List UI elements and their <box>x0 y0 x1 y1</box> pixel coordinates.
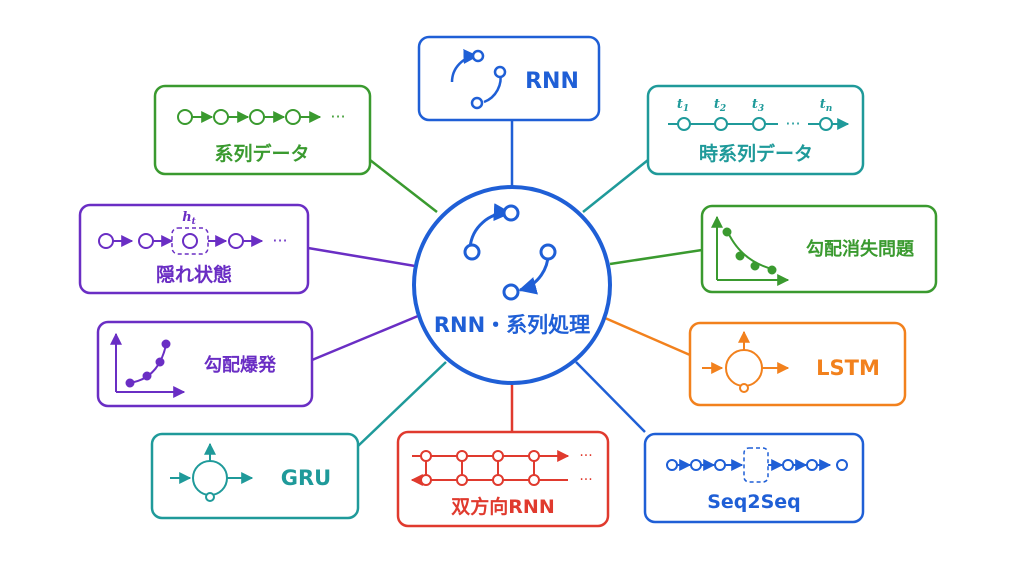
ellipsis-bottom: ··· <box>579 472 592 488</box>
bidirectional-rnn-label: 双方向RNN <box>451 495 554 518</box>
t1-label: t1 <box>677 97 689 114</box>
node-vanishing-gradient: 勾配消失問題 <box>700 204 938 294</box>
node-time-series: t1 t2 t3 tn ··· 時系列データ <box>646 84 865 176</box>
bidirectional-grid-icon <box>410 450 570 486</box>
t3-label: t3 <box>752 97 764 114</box>
exploding-gradient-label: 勾配爆発 <box>204 354 277 376</box>
ellipsis: ··· <box>785 114 800 133</box>
center-label: RNN・系列処理 <box>434 313 590 337</box>
encoder-decoder-dashed-box <box>743 447 769 483</box>
edge-center-hidden-state <box>307 246 416 268</box>
edge-center-seq2seq <box>575 361 646 433</box>
rnn-label: RNN <box>525 69 579 94</box>
node-gru: GRU <box>150 432 360 520</box>
connectors <box>307 120 703 447</box>
hidden-state-label: 隠れ状態 <box>156 263 232 286</box>
chain-icon <box>98 233 264 249</box>
ellipsis: ··· <box>330 107 345 126</box>
vanishing-gradient-label: 勾配消失問題 <box>806 238 915 260</box>
edge-center-exploding-gradient <box>311 314 419 362</box>
node-bidirectional-rnn: ··· ··· 双方向RNN <box>396 430 610 528</box>
seq2seq-label: Seq2Seq <box>707 491 801 513</box>
ht-label: ht <box>182 210 196 227</box>
cycle-icon <box>463 203 557 301</box>
node-hidden-state: ht ··· 隠れ状態 <box>78 203 310 295</box>
cell-icon <box>170 442 254 502</box>
tn-label: tn <box>820 97 833 114</box>
node-sequence-data: ··· 系列データ <box>153 84 372 176</box>
decay-chart-icon <box>711 215 790 286</box>
gru-label: GRU <box>281 466 331 490</box>
ellipsis: ··· <box>272 231 287 250</box>
edge-center-vanishing-gradient <box>609 248 703 266</box>
edge-center-sequence-data <box>369 159 438 213</box>
node-lstm: LSTM <box>688 321 907 407</box>
chain-icon <box>177 109 322 125</box>
node-seq2seq: Seq2Seq <box>643 432 865 524</box>
timeline-icon <box>668 117 850 131</box>
growth-chart-icon <box>110 332 186 398</box>
edge-center-time-series <box>582 159 649 213</box>
cycle-icon <box>450 49 507 110</box>
edge-center-gru <box>357 361 447 447</box>
edge-center-lstm <box>604 316 691 357</box>
node-rnn: RNN <box>417 35 601 122</box>
sequence-data-label: 系列データ <box>214 142 309 165</box>
lstm-label: LSTM <box>816 356 880 380</box>
cell-icon <box>702 330 790 393</box>
time-series-label: 時系列データ <box>699 142 813 165</box>
center-node: RNN・系列処理 <box>412 185 612 385</box>
t2-label: t2 <box>714 97 726 114</box>
encoder-decoder-icon <box>666 459 848 471</box>
node-exploding-gradient: 勾配爆発 <box>96 320 314 408</box>
ellipsis-top: ··· <box>579 448 592 464</box>
